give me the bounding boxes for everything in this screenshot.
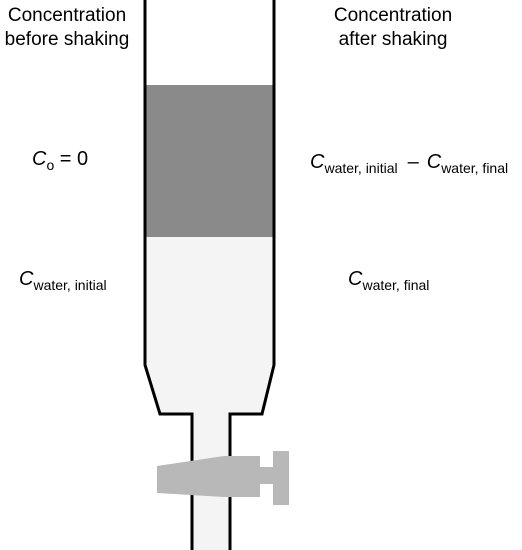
organic-after-term1-symbol: C [310, 151, 325, 173]
before-header-line2: before shaking [4, 29, 130, 50]
water-after-symbol: C [348, 268, 363, 290]
organic-after-term2-subscript: water, final [441, 160, 509, 176]
stopcock-plug [157, 456, 260, 497]
organic-concentration-before: Co = 0 [32, 147, 89, 173]
water-concentration-before: Cwater, initial [19, 267, 107, 293]
organic-after-term1-subscript: water, initial [324, 160, 398, 176]
organic-before-subscript: o [46, 157, 55, 173]
organic-concentration-after: Cwater, initial–Cwater, final [310, 150, 509, 176]
stopcock-stem [258, 467, 276, 484]
stopcock-handle [273, 451, 289, 505]
aqueous-layer [145, 237, 274, 550]
before-header-line1: Concentration [7, 5, 127, 26]
before-shaking-header: Concentration before shaking [0, 4, 134, 52]
water-before-symbol: C [19, 268, 34, 290]
after-shaking-header: Concentration after shaking [318, 4, 468, 52]
water-before-subscript: water, initial [33, 277, 107, 293]
after-header-line2: after shaking [338, 29, 448, 50]
after-header-line1: Concentration [333, 5, 453, 26]
organic-before-value: = 0 [54, 148, 89, 170]
minus-operator: – [407, 151, 419, 173]
organic-after-term2-symbol: C [426, 151, 442, 173]
water-concentration-after: Cwater, final [348, 267, 430, 293]
stopcock [157, 451, 289, 505]
organic-before-symbol: C [32, 148, 47, 170]
organic-layer [145, 85, 274, 237]
water-after-subscript: water, final [362, 277, 430, 293]
